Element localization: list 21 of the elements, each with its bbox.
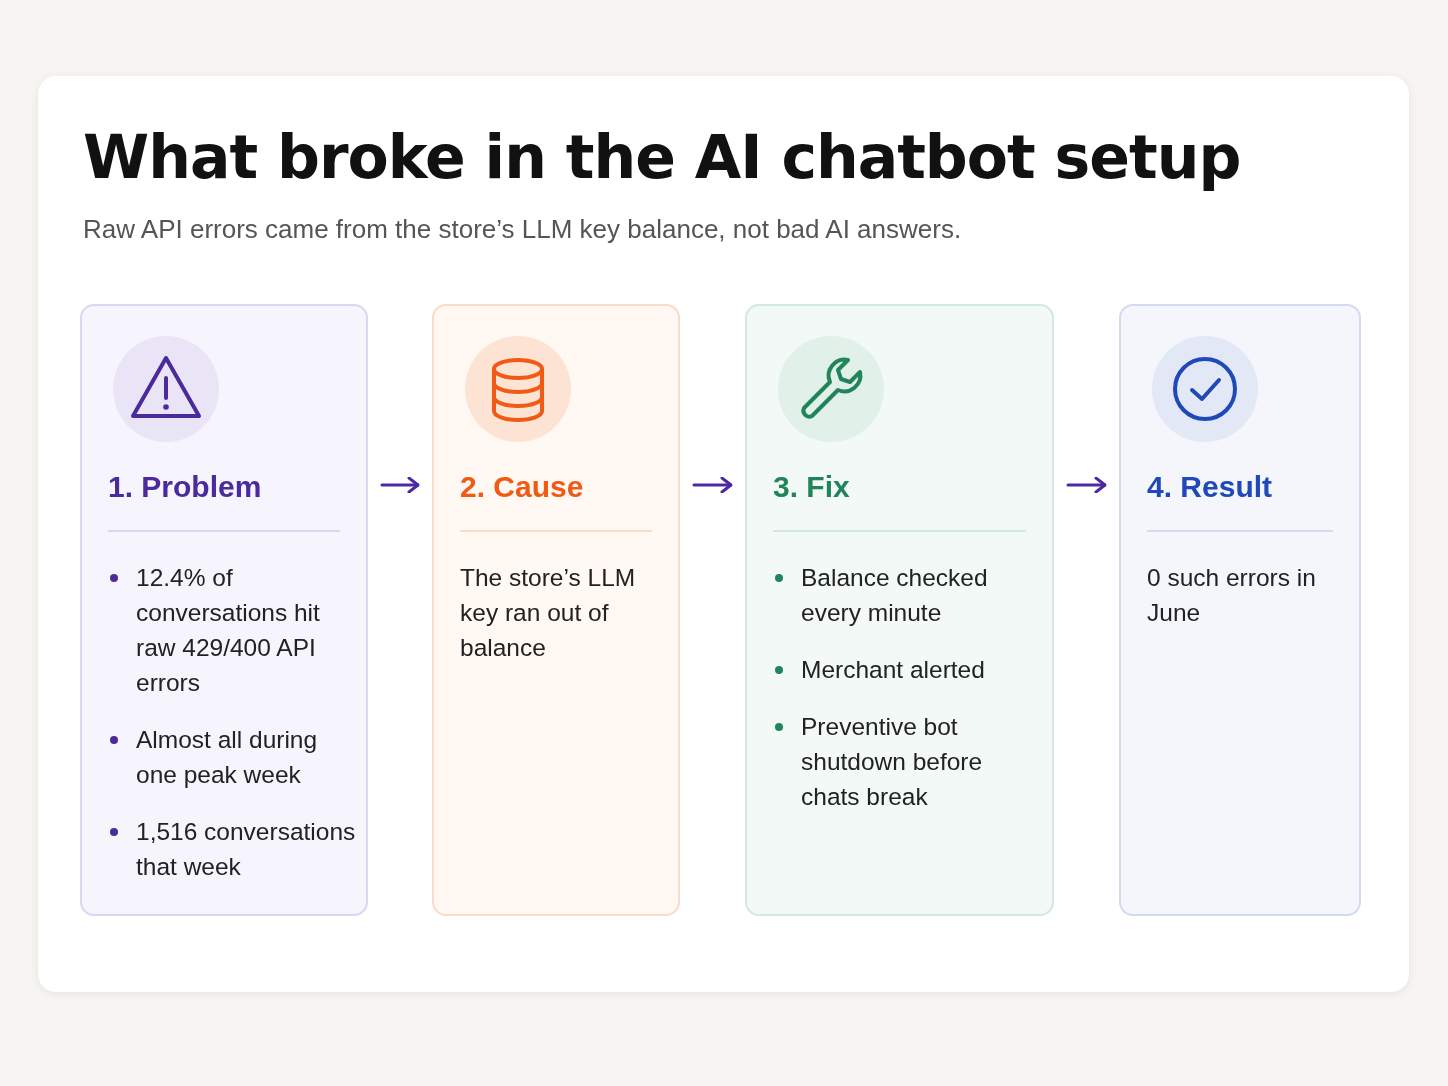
step-description: The store’s LLM key ran out of balance bbox=[460, 563, 637, 663]
step-card bbox=[432, 304, 680, 916]
bullet-item: 1,516 conversations that week bbox=[108, 814, 356, 884]
arrow bbox=[692, 476, 733, 494]
title: What broke in the AI chatbot setup bbox=[83, 122, 1241, 192]
step-heading: 3. Fix bbox=[773, 470, 850, 504]
step-description: 0 such errors in June bbox=[1147, 563, 1317, 628]
arrow bbox=[1066, 476, 1107, 494]
bullet-item: Balance checked every minute bbox=[773, 560, 1042, 630]
bullet-item: Almost all during one peak week bbox=[108, 722, 356, 792]
bullet-item: Merchant alerted bbox=[773, 652, 1042, 687]
step-heading: 1. Problem bbox=[108, 470, 262, 504]
step-card bbox=[80, 304, 368, 916]
bullet-item: 12.4% of conversations hit raw 429/400 API errors bbox=[108, 560, 356, 700]
subtitle: Raw API errors came from the store’s LLM key balance, not bad AI answers. bbox=[83, 214, 962, 245]
bullet-item: Preventive bot shutdown before chats break bbox=[773, 709, 1042, 814]
step-card bbox=[1119, 304, 1361, 916]
step-card bbox=[745, 304, 1054, 916]
step-heading: 4. Result bbox=[1147, 470, 1273, 504]
arrow bbox=[380, 476, 420, 494]
step-heading: 2. Cause bbox=[460, 470, 584, 504]
